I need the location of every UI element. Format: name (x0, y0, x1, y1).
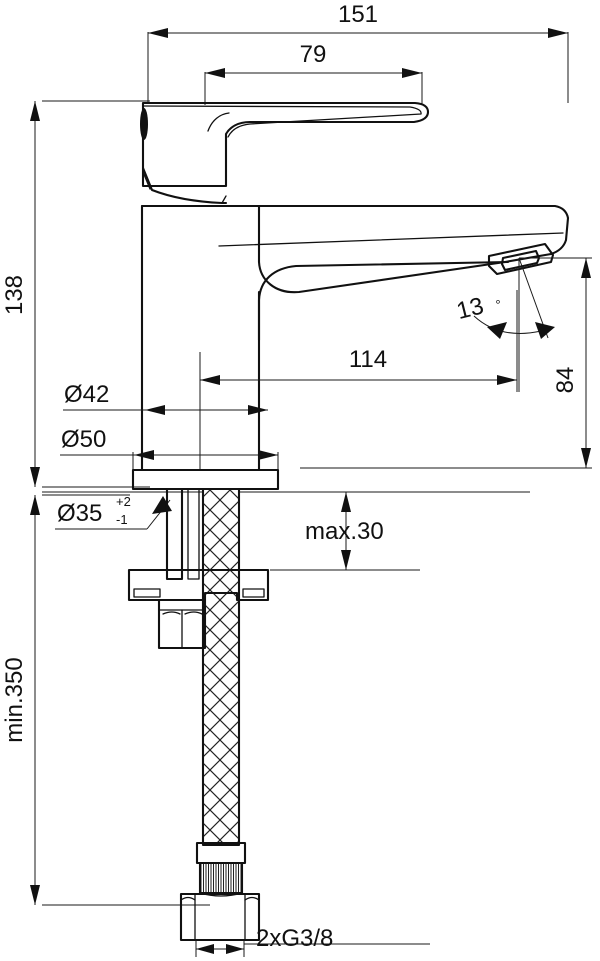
dimension-label-body-diameter-upper: Ø42 (64, 381, 109, 408)
threaded-shank (165, 487, 200, 581)
supply-connector-nut (179, 892, 261, 942)
dimension-label-hole-tol-minus: -1 (116, 512, 128, 527)
dimension-label-base-diameter: Ø50 (61, 426, 106, 453)
dimension-label-outlet-angle: 13 (454, 292, 486, 325)
dimension-outlet-angle: 13 ° (454, 257, 555, 392)
dimension-lever-length: 79 (204, 41, 423, 105)
dimension-overall-height: 138 (1, 100, 150, 488)
dimension-spout-height: 84 (300, 257, 592, 469)
braided-flexible-hose (201, 487, 241, 847)
hose-ferrule (195, 841, 247, 897)
lever-pivot-accent (140, 108, 148, 140)
aerator-outlet (487, 242, 555, 276)
dimension-base-diameter: Ø50 (60, 426, 279, 472)
dimension-label-hole-tol-plus: +2 (116, 494, 131, 509)
mixer-body-skirt (141, 166, 228, 205)
dimension-hole-diameter: Ø35 +2 -1 (55, 494, 172, 530)
dimension-label-overall-length: 151 (338, 1, 378, 28)
dimension-overall-length: 151 (147, 1, 569, 103)
dimension-label-min-hose-length: min.350 (1, 657, 28, 742)
dimension-label-spout-projection: 114 (349, 346, 387, 373)
dimension-label-outlet-angle-symbol: ° (495, 297, 500, 312)
dimension-label-spout-height: 84 (552, 367, 579, 394)
dimension-max-deck-thickness: max.30 (270, 492, 420, 571)
mixer-body (140, 204, 570, 472)
dimension-body-diameter-upper: Ø42 (63, 381, 268, 415)
dimension-label-supply-thread: 2xG3/8 (256, 925, 333, 952)
lever-handle (140, 101, 430, 188)
mounting-bracket (127, 568, 270, 602)
dimension-label-overall-height: 138 (1, 275, 28, 315)
dimension-min-hose-length: min.350 (1, 494, 210, 906)
dimension-label-max-deck-thickness: max.30 (305, 518, 384, 545)
dimension-supply-thread: 2xG3/8 (195, 925, 430, 957)
fixing-nut (157, 598, 207, 650)
dimension-label-hole-diameter: Ø35 (57, 500, 102, 527)
dimension-label-lever-length: 79 (300, 41, 327, 68)
